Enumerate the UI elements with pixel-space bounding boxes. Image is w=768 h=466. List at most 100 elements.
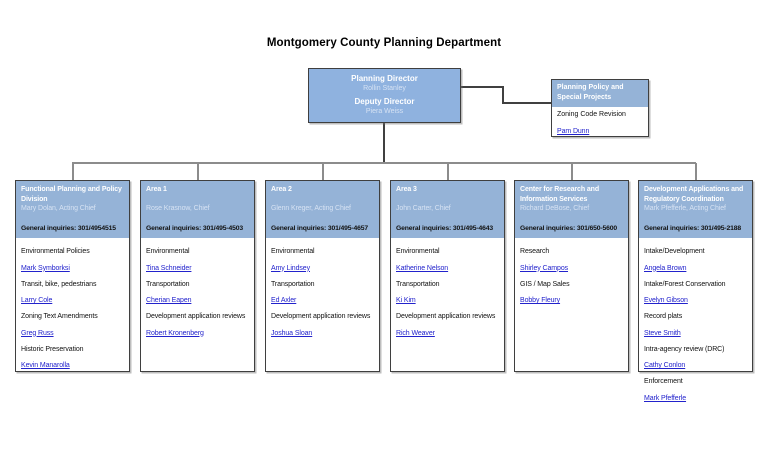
- connector-stub: [322, 163, 324, 180]
- person-link[interactable]: Cathy Conlon: [644, 362, 686, 369]
- person-link[interactable]: Mark Pfefferle: [644, 394, 687, 402]
- connector-stub: [447, 163, 449, 180]
- policy-item-label: Zoning Code Revision: [557, 111, 626, 118]
- division-item: Transportation Ed Axler: [271, 280, 376, 308]
- division-box: Functional Planning and Policy Division …: [15, 180, 130, 372]
- person-link[interactable]: Evelyn Gibson: [644, 297, 688, 304]
- division-item: Research Shirley Campos: [520, 247, 625, 275]
- division-header: Center for Research and Information Serv…: [515, 181, 628, 238]
- division-body: Environmental Katherine Nelson Transport…: [391, 238, 504, 340]
- connector-stub: [72, 163, 74, 180]
- division-item: Transportation Ki Kim: [396, 280, 501, 308]
- division-box: Development Applications and Regulatory …: [638, 180, 753, 402]
- division-chief: Richard DeBose, Chief: [520, 205, 590, 212]
- item-label: Record plats: [644, 313, 683, 320]
- division-title: Development Applications and Regulatory …: [644, 186, 744, 203]
- item-label: Environmental: [271, 248, 315, 255]
- division-item: Intra-agency review (DRC) Cathy Conlon: [644, 345, 749, 373]
- item-label: Transit, bike, pedestrians: [21, 280, 97, 288]
- item-label: Zoning Text Amendments: [21, 313, 98, 320]
- person-link[interactable]: Tina Schneider: [146, 264, 192, 272]
- division-chief: Glenn Kreger, Acting Chief: [271, 205, 351, 212]
- person-link[interactable]: Ed Axler: [271, 297, 297, 304]
- item-label: Development application reviews: [396, 313, 496, 320]
- division-header: Development Applications and Regulatory …: [639, 181, 752, 238]
- division-inquiries: General inquiries: 301/650-5600: [520, 225, 617, 232]
- division-chief: Mark Pfefferle, Acting Chief: [644, 205, 726, 212]
- division-chief: Mary Dolan, Acting Chief: [21, 205, 96, 212]
- connector-policy-elbow-v: [502, 86, 504, 103]
- item-label: Enforcement: [644, 378, 683, 385]
- division-header: Area 2 Glenn Kreger, Acting Chief Genera…: [266, 181, 379, 238]
- item-label: Intra-agency review (DRC): [644, 345, 725, 353]
- item-label: Research: [520, 248, 550, 255]
- division-title: Center for Research and Information Serv…: [520, 186, 600, 203]
- item-label: Development application reviews: [146, 313, 246, 320]
- division-item: Transit, bike, pedestrians Larry Cole: [21, 280, 126, 308]
- item-label: Transportation: [146, 280, 190, 288]
- division-body: Environmental Tina Schneider Transportat…: [141, 238, 254, 340]
- division-item: Environmental Amy Lindsey: [271, 247, 376, 275]
- page-title: Montgomery County Planning Department: [266, 37, 502, 49]
- division-item: Zoning Text Amendments Greg Russ: [21, 312, 126, 340]
- connector-policy-elbow-h1: [461, 86, 503, 88]
- division-item: Environmental Tina Schneider: [146, 247, 251, 275]
- connector-horizontal-rail: [72, 162, 696, 164]
- person-link[interactable]: Rich Weaver: [396, 329, 435, 337]
- division-item: Intake/Development Angela Brown: [644, 247, 749, 275]
- person-link[interactable]: Katherine Nelson: [396, 264, 449, 272]
- division-inquiries: General inquiries: 301/495-4657: [271, 225, 368, 232]
- director-box: Planning Director Rollin Stanley Deputy …: [308, 68, 461, 123]
- person-link[interactable]: Joshua Sloan: [271, 329, 313, 337]
- person-link[interactable]: Shirley Campos: [520, 264, 569, 272]
- item-label: Development application reviews: [271, 313, 371, 320]
- division-inquiries: General inquiries: 301/4954515: [21, 225, 116, 232]
- division-inquiries: General inquiries: 301/495-2188: [644, 225, 741, 232]
- item-label: Environmental Policies: [21, 248, 90, 255]
- division-item: Intake/Forest Conservation Evelyn Gibson: [644, 280, 749, 308]
- item-label: GIS / Map Sales: [520, 280, 570, 288]
- item-label: Transportation: [271, 280, 315, 288]
- person-link[interactable]: Kevin Manarolla: [21, 362, 70, 369]
- division-title: Area 2: [271, 186, 292, 193]
- item-label: Environmental: [146, 248, 190, 255]
- item-label: Intake/Development: [644, 248, 705, 255]
- person-link[interactable]: Angela Brown: [644, 264, 687, 272]
- division-item: Development application reviews Joshua S…: [271, 312, 376, 340]
- director-role: Planning Director: [351, 74, 418, 83]
- deputy-director-role: Deputy Director: [354, 97, 415, 106]
- division-item: Development application reviews Rich Wea…: [396, 312, 501, 340]
- person-link[interactable]: Ki Kim: [396, 297, 416, 304]
- division-title: Area 3: [396, 186, 417, 193]
- director-name: Rollin Stanley: [363, 85, 406, 92]
- person-link[interactable]: Larry Cole: [21, 297, 53, 304]
- policy-box-body: Zoning Code Revision Pam Dunn: [552, 107, 648, 138]
- division-header: Functional Planning and Policy Division …: [16, 181, 129, 238]
- division-body: Research Shirley Campos GIS / Map Sales …: [515, 238, 628, 307]
- person-link[interactable]: Bobby Fleury: [520, 297, 561, 304]
- division-inquiries: General inquiries: 301/495-4503: [146, 225, 243, 232]
- connector-stub: [695, 163, 697, 180]
- person-link[interactable]: Cherian Eapen: [146, 297, 192, 304]
- division-header: Area 3 John Carter, Chief General inquir…: [391, 181, 504, 238]
- division-item: GIS / Map Sales Bobby Fleury: [520, 280, 625, 308]
- person-link[interactable]: Greg Russ: [21, 329, 54, 337]
- person-link[interactable]: Pam Dunn: [557, 127, 590, 135]
- connector-director-vertical: [383, 122, 385, 163]
- person-link[interactable]: Robert Kronenberg: [146, 329, 204, 337]
- division-item: Historic Preservation Kevin Manarolla: [21, 345, 126, 373]
- connector-stub: [197, 163, 199, 180]
- person-link[interactable]: Steve Smith: [644, 329, 681, 337]
- person-link[interactable]: Amy Lindsey: [271, 264, 310, 272]
- division-box: Area 3 John Carter, Chief General inquir…: [390, 180, 505, 372]
- item-label: Historic Preservation: [21, 345, 84, 353]
- item-label: Environmental: [396, 248, 440, 255]
- policy-box-title: Planning Policy and Special Projects: [552, 80, 648, 107]
- person-link[interactable]: Mark Symborksi: [21, 264, 70, 272]
- division-body: Environmental Amy Lindsey Transportation…: [266, 238, 379, 340]
- connector-stub: [571, 163, 573, 180]
- division-inquiries: General inquiries: 301/495-4643: [396, 225, 493, 232]
- connector-policy-elbow-h2: [502, 102, 551, 104]
- division-title: Functional Planning and Policy Division: [21, 186, 122, 203]
